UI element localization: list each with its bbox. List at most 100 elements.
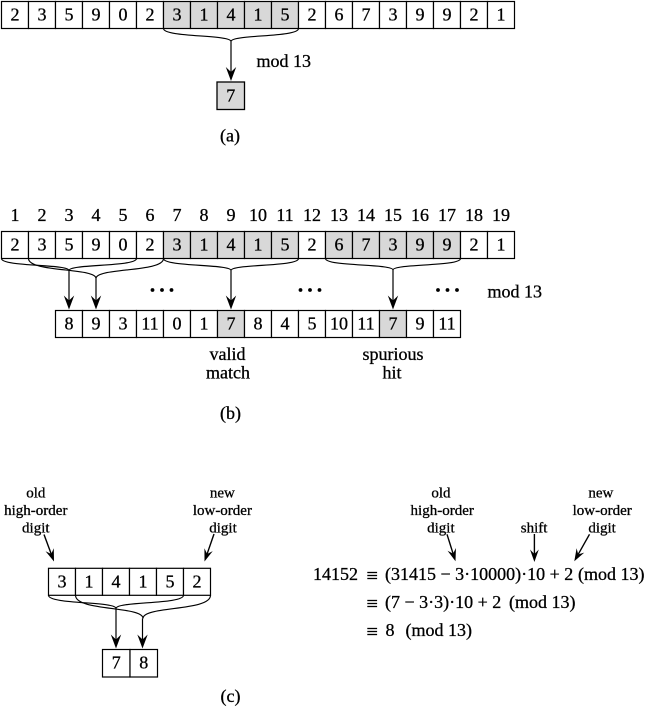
- svg-text:5: 5: [65, 5, 74, 25]
- svg-text:7: 7: [173, 205, 182, 225]
- svg-text:0: 0: [173, 314, 182, 334]
- svg-text:new: new: [210, 486, 235, 502]
- svg-text:(c): (c): [221, 686, 241, 707]
- svg-text:8: 8: [65, 314, 74, 334]
- svg-text:6: 6: [146, 205, 155, 225]
- svg-text:mod 13: mod 13: [257, 51, 312, 71]
- svg-text:9: 9: [443, 235, 452, 255]
- svg-text:11: 11: [438, 314, 455, 334]
- svg-text:1: 1: [200, 5, 209, 25]
- svg-text:spurious: spurious: [362, 344, 423, 364]
- svg-text:2: 2: [193, 571, 202, 591]
- svg-text:9: 9: [92, 314, 101, 334]
- svg-text:10: 10: [249, 205, 267, 225]
- svg-text:2: 2: [308, 235, 317, 255]
- svg-text:4: 4: [92, 205, 101, 225]
- svg-text:9: 9: [92, 235, 101, 255]
- svg-text:digit: digit: [588, 520, 616, 536]
- svg-text:1: 1: [497, 5, 506, 25]
- svg-text:0: 0: [119, 5, 128, 25]
- svg-text:match: match: [206, 363, 250, 383]
- svg-text:11: 11: [141, 314, 158, 334]
- svg-text:(b): (b): [220, 403, 241, 424]
- svg-text:7: 7: [226, 86, 235, 106]
- svg-text:1: 1: [497, 235, 506, 255]
- svg-text:2: 2: [38, 205, 47, 225]
- svg-text:11: 11: [276, 205, 293, 225]
- svg-text:18: 18: [465, 205, 483, 225]
- svg-text:shift: shift: [521, 520, 549, 536]
- svg-text:9: 9: [92, 5, 101, 25]
- svg-text:low-order: low-order: [573, 503, 632, 519]
- svg-text:9: 9: [443, 5, 452, 25]
- svg-text:3: 3: [65, 205, 74, 225]
- svg-text:6: 6: [335, 235, 344, 255]
- svg-text:3: 3: [58, 571, 67, 591]
- svg-text:17: 17: [438, 205, 456, 225]
- svg-text:8: 8: [254, 314, 263, 334]
- svg-text:10: 10: [330, 314, 348, 334]
- svg-text:9: 9: [416, 314, 425, 334]
- svg-text:2: 2: [11, 235, 20, 255]
- svg-text:7: 7: [227, 314, 236, 334]
- svg-text:8: 8: [386, 620, 395, 640]
- svg-text:1: 1: [254, 5, 263, 25]
- svg-text:13: 13: [330, 205, 348, 225]
- svg-text:digit: digit: [427, 520, 455, 536]
- svg-text:low-order: low-order: [193, 503, 252, 519]
- svg-text:high-order: high-order: [4, 503, 67, 519]
- svg-text:(mod 13): (mod 13): [578, 564, 645, 585]
- svg-text:11: 11: [357, 314, 374, 334]
- svg-text:1: 1: [139, 571, 148, 591]
- svg-text:2: 2: [146, 235, 155, 255]
- svg-text:mod 13: mod 13: [488, 282, 543, 302]
- svg-text:3: 3: [389, 235, 398, 255]
- svg-text:5: 5: [281, 235, 290, 255]
- svg-text:8: 8: [200, 205, 209, 225]
- svg-text:12: 12: [303, 205, 321, 225]
- svg-text:1: 1: [85, 571, 94, 591]
- svg-text:16: 16: [411, 205, 429, 225]
- svg-text:3: 3: [119, 314, 128, 334]
- svg-text:2: 2: [146, 5, 155, 25]
- svg-text:(7 − 3·3)·10 + 2: (7 − 3·3)·10 + 2: [385, 592, 501, 613]
- svg-text:7: 7: [362, 5, 371, 25]
- svg-text:valid: valid: [210, 344, 246, 364]
- svg-text:14: 14: [357, 205, 375, 225]
- svg-text:(a): (a): [220, 126, 240, 147]
- svg-text:7: 7: [362, 235, 371, 255]
- svg-text:1: 1: [200, 314, 209, 334]
- svg-text:(mod 13): (mod 13): [406, 620, 473, 641]
- svg-text:digit: digit: [22, 520, 50, 536]
- svg-text:7: 7: [389, 314, 398, 334]
- svg-text:(mod 13): (mod 13): [509, 592, 576, 613]
- svg-text:5: 5: [281, 5, 290, 25]
- svg-text:3: 3: [173, 5, 182, 25]
- svg-text:5: 5: [65, 235, 74, 255]
- svg-text:9: 9: [227, 205, 236, 225]
- svg-text:0: 0: [119, 235, 128, 255]
- svg-text:2: 2: [308, 5, 317, 25]
- svg-text:19: 19: [492, 205, 510, 225]
- svg-text:1: 1: [254, 235, 263, 255]
- svg-text:8: 8: [139, 653, 148, 673]
- svg-text:high-order: high-order: [411, 503, 474, 519]
- svg-text:(31415 − 3·10000)·10 + 2: (31415 − 3·10000)·10 + 2: [385, 564, 573, 585]
- svg-text:3: 3: [389, 5, 398, 25]
- svg-text:2: 2: [11, 5, 20, 25]
- svg-text:digit: digit: [209, 520, 237, 536]
- svg-text:3: 3: [38, 235, 47, 255]
- svg-text:1: 1: [200, 235, 209, 255]
- svg-text:4: 4: [227, 235, 236, 255]
- svg-text:5: 5: [119, 205, 128, 225]
- svg-text:hit: hit: [382, 363, 401, 383]
- svg-text:7: 7: [112, 653, 121, 673]
- svg-text:4: 4: [227, 5, 236, 25]
- svg-text:3: 3: [173, 235, 182, 255]
- svg-text:5: 5: [166, 571, 175, 591]
- svg-text:9: 9: [416, 5, 425, 25]
- svg-text:new: new: [588, 486, 613, 502]
- svg-text:4: 4: [112, 571, 121, 591]
- svg-text:6: 6: [335, 5, 344, 25]
- svg-text:5: 5: [308, 314, 317, 334]
